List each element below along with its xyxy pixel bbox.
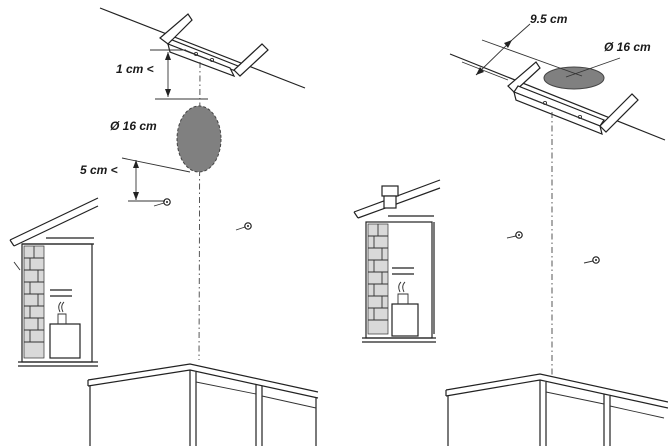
screw-icon <box>235 222 252 231</box>
hole-circle-right <box>543 66 605 90</box>
dimension-label-gap-top: 1 cm < <box>116 62 154 76</box>
arrow-head-down-2 <box>133 192 139 200</box>
screw-icon <box>153 198 171 207</box>
house-illustration-right <box>353 179 441 343</box>
offset-label-leader <box>511 23 531 41</box>
dimension-label-diameter-right: Ø 16 cm <box>604 40 651 54</box>
ceiling-line-left <box>99 7 306 89</box>
ceiling-bracket-left <box>159 13 269 78</box>
screw-icon <box>506 231 523 239</box>
right-panel <box>353 23 668 446</box>
chimney-cap <box>381 185 399 197</box>
arrow-head-down-1 <box>165 89 171 97</box>
offset-ext-1 <box>481 39 583 77</box>
ceiling-line-right <box>449 53 666 141</box>
dimension-label-diameter-left: Ø 16 cm <box>110 119 157 133</box>
house-illustration-left <box>9 197 99 367</box>
cabinet-left <box>87 363 319 446</box>
ceiling-bracket-right <box>507 61 639 135</box>
dim-ext-3 <box>121 157 191 173</box>
hole-circle-left <box>176 105 222 173</box>
cabinet-right <box>445 373 668 446</box>
screw-icon <box>583 256 600 264</box>
left-panel <box>9 7 319 446</box>
brick-chimney-left <box>23 245 45 359</box>
dimension-label-offset: 9.5 cm <box>530 12 568 26</box>
brick-chimney-right <box>367 223 389 335</box>
arrow-head-1 <box>504 40 512 48</box>
dimension-label-gap-bottom: 5 cm < <box>80 163 118 177</box>
offset-ext-2 <box>461 61 509 81</box>
offset-arrow <box>475 39 513 76</box>
arrow-head-up-2 <box>133 160 139 168</box>
arrow-head-up-1 <box>165 52 171 60</box>
arrow-head-2 <box>476 67 484 75</box>
